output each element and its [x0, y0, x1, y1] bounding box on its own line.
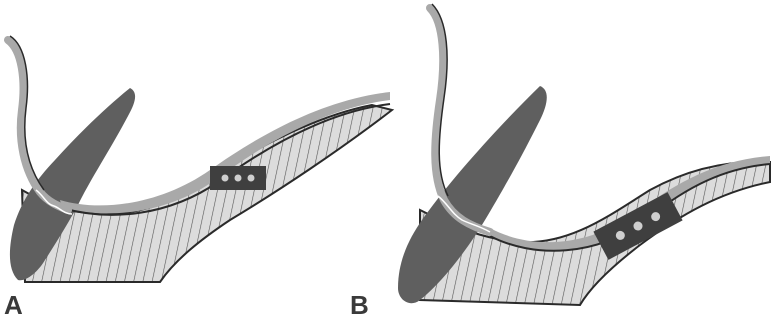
panel-b-label: B	[350, 292, 369, 318]
panel-a-label: A	[4, 292, 23, 318]
panel-b	[398, 4, 770, 305]
panel-a-plate	[210, 166, 266, 190]
panel-a-screw	[248, 175, 255, 182]
panel-a-screw	[235, 175, 242, 182]
panel-a	[8, 36, 392, 282]
panel-a-screw	[222, 175, 229, 182]
